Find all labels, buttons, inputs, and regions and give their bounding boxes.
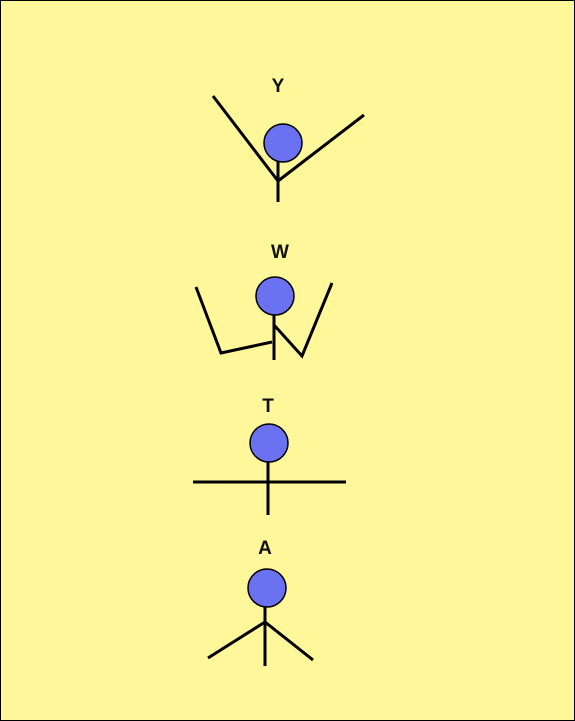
letter-y-label: Y [271, 76, 285, 97]
left-arm [207, 620, 266, 660]
left-arm [211, 95, 280, 182]
letter-w-label: W [271, 242, 289, 263]
letter-a-label: A [258, 538, 272, 559]
right-arm [277, 113, 365, 183]
letter-t-label: T [262, 396, 274, 417]
head [247, 568, 287, 608]
head [255, 276, 295, 316]
right-arm [264, 620, 314, 662]
left-arm [194, 286, 273, 355]
head [263, 123, 303, 163]
right-arm [272, 282, 334, 359]
head [249, 423, 289, 463]
